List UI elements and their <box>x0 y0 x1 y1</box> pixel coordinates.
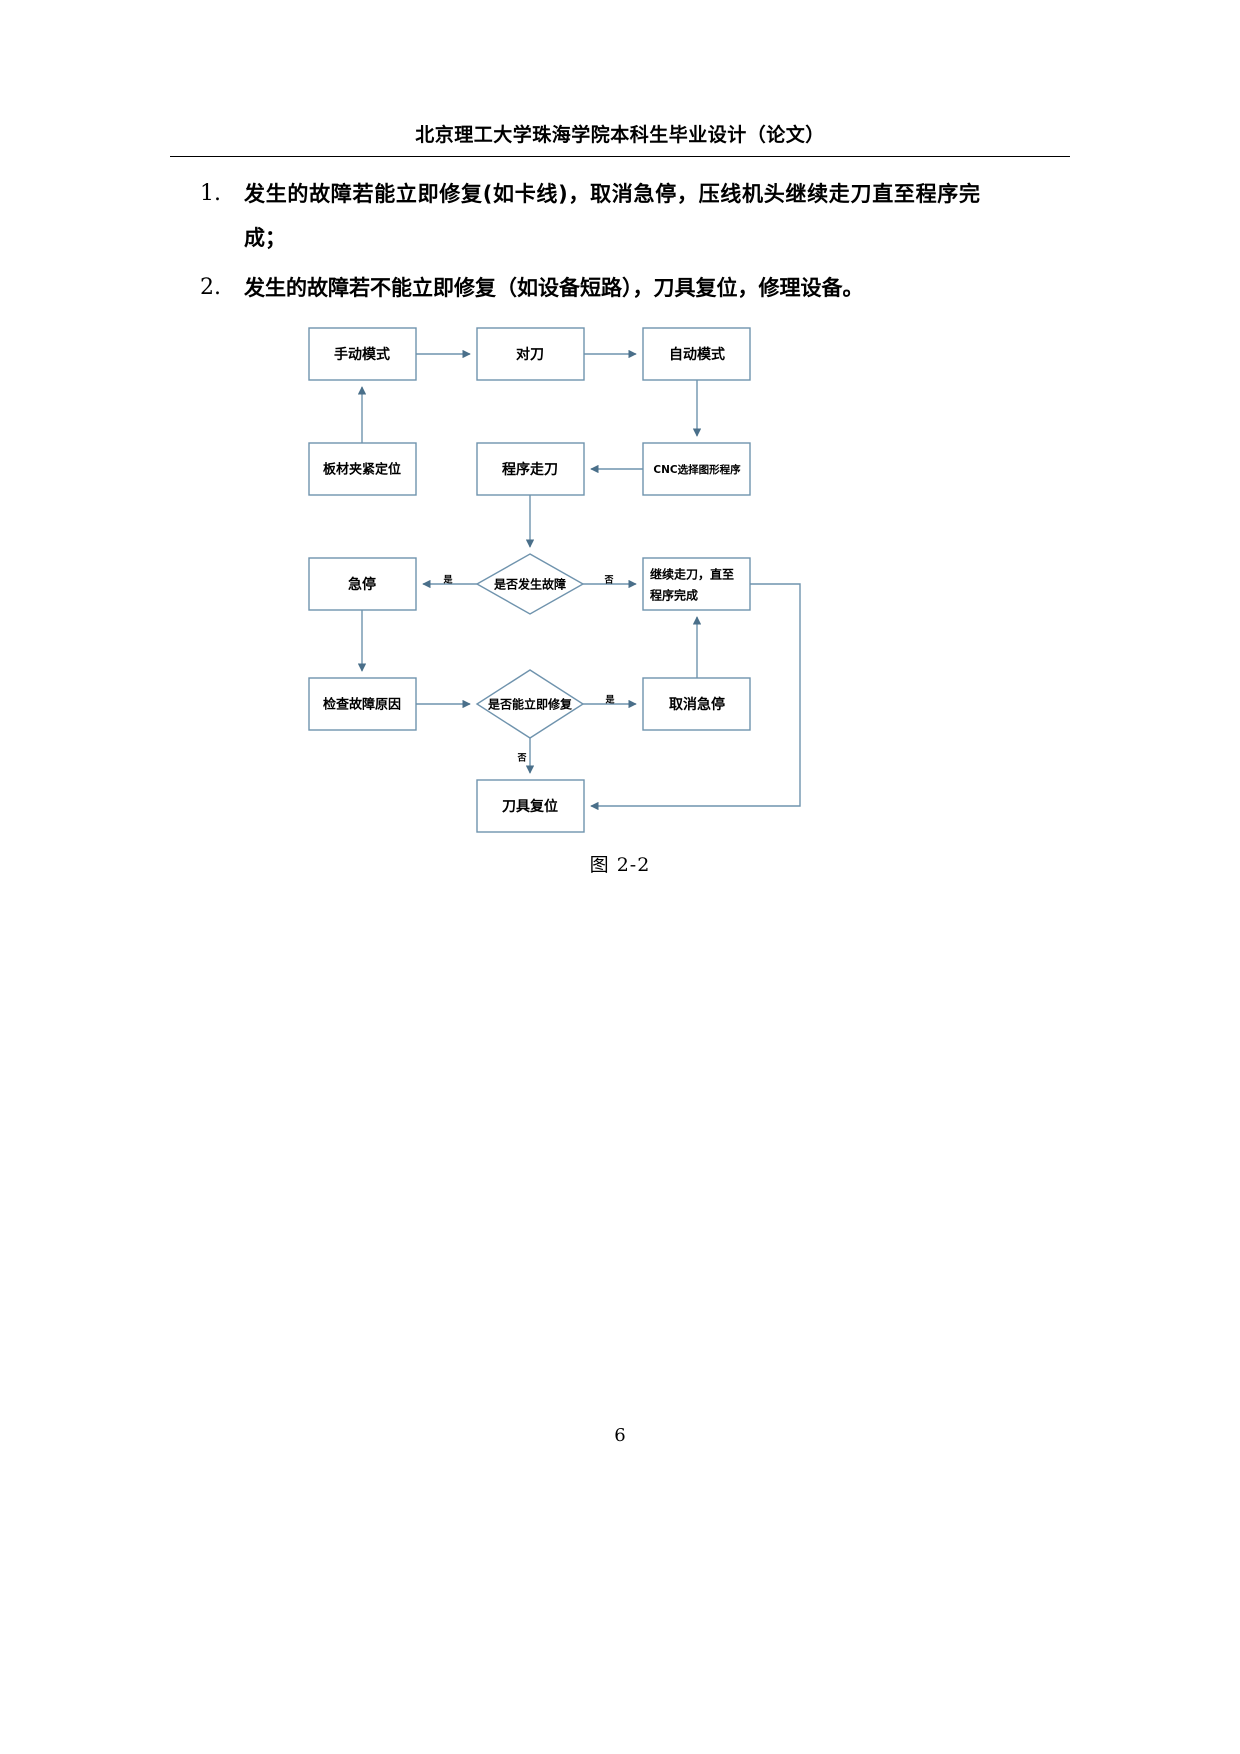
list-item-number: 2. <box>200 275 221 300</box>
node-program-run-label: 程序走刀 <box>502 461 558 478</box>
decision-repair-label: 是否能立即修复 <box>487 697 573 712</box>
edge-continue-loop-to-toolreset <box>590 583 801 811</box>
decision-fault-label: 是否发生故障 <box>493 577 566 592</box>
header-title: 北京理工大学珠海学院本科生毕业设计（论文） <box>415 124 825 146</box>
node-auto-mode-shape <box>642 327 751 381</box>
node-plate-clamp-label: 板材夹紧定位 <box>323 462 401 478</box>
node-cancel-stop-shape <box>642 677 751 731</box>
node-emergency-stop-label: 急停 <box>348 576 376 593</box>
node-auto-mode-label: 自动模式 <box>669 346 725 363</box>
decision-fault-shape <box>475 553 585 615</box>
page-number: 6 <box>614 1425 626 1446</box>
node-continue-label-line2: 程序完成 <box>650 588 698 603</box>
flowchart: 手动模式 对刀 自动模式 板材夹紧定位 程序走刀 CNC选择图形程序 急停 是否… <box>0 318 1240 848</box>
node-tool-setting-shape <box>476 327 585 381</box>
node-continue-shape <box>642 557 751 611</box>
list-item: 2. 发生的故障若不能立即修复（如设备短路），刀具复位，修理设备。 <box>200 266 980 310</box>
edge-label-repair-no: 否 <box>516 753 526 764</box>
node-tool-reset-label: 刀具复位 <box>502 798 558 815</box>
node-continue-label-line1: 继续走刀，直至 <box>650 567 734 582</box>
node-manual-mode-label: 手动模式 <box>334 346 390 363</box>
numbered-list: 1. 发生的故障若能立即修复(如卡线)，取消急停，压线机头继续走刀直至程序完成；… <box>200 172 980 316</box>
node-tool-reset-shape <box>476 779 585 833</box>
figure-caption: 图 2-2 <box>589 854 651 876</box>
node-check-cause-label: 检查故障原因 <box>323 697 401 713</box>
edge-label-repair-yes: 是 <box>604 695 615 706</box>
header-divider <box>170 156 1070 157</box>
list-item-number: 1. <box>200 181 221 206</box>
list-item-text: 发生的故障若不能立即修复（如设备短路），刀具复位，修理设备。 <box>244 276 864 300</box>
page-header: 北京理工大学珠海学院本科生毕业设计（论文） <box>0 120 1240 147</box>
list-item: 1. 发生的故障若能立即修复(如卡线)，取消急停，压线机头继续走刀直至程序完成； <box>200 172 980 260</box>
node-tool-setting-label: 对刀 <box>516 346 544 363</box>
node-check-cause-shape <box>308 677 417 731</box>
list-item-text: 发生的故障若能立即修复(如卡线)，取消急停，压线机头继续走刀直至程序完成； <box>244 182 980 250</box>
node-plate-clamp-shape <box>308 442 417 496</box>
edge-label-fault-no: 否 <box>603 575 613 586</box>
edge-label-fault-yes: 是 <box>442 575 453 586</box>
node-cnc-select-label: CNC选择图形程序 <box>653 463 741 476</box>
node-cancel-stop-label: 取消急停 <box>669 696 725 713</box>
node-manual-mode-shape <box>308 327 417 381</box>
